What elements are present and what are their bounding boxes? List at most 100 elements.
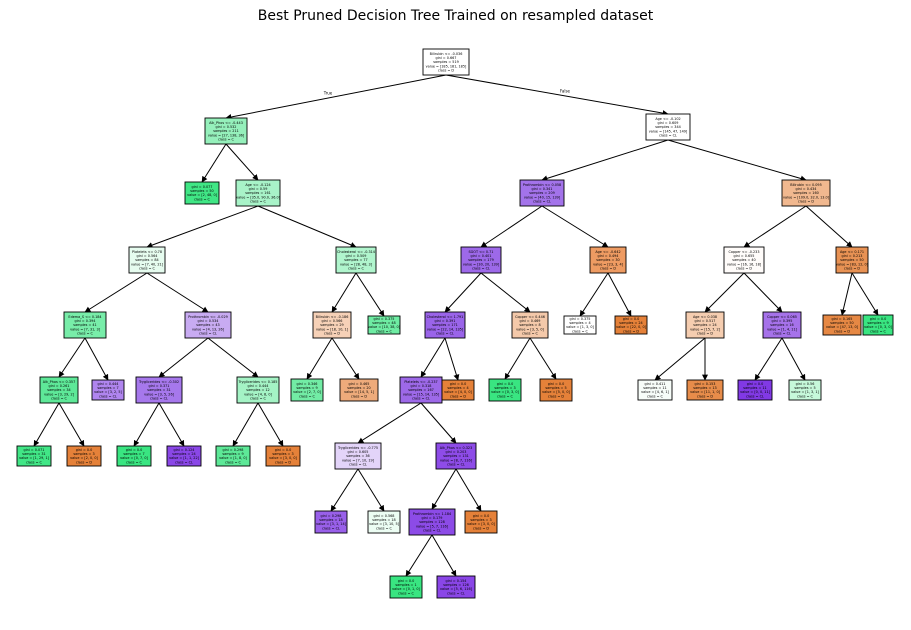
node-text-line: class = CL [99, 394, 117, 398]
node-text-line: samples = 7 [123, 452, 144, 456]
tree-edge [444, 337, 460, 381]
node-text-line: class = C [797, 394, 813, 398]
node-text-line: value = [1, 3, 1] [791, 390, 819, 394]
node-box [436, 575, 476, 599]
node-text-line: samples = 77 [344, 258, 367, 262]
node-text-line: class = D [844, 266, 860, 270]
tree-edge [504, 337, 531, 380]
node-text-line: samples = 161 [245, 191, 271, 195]
node-box [184, 311, 232, 339]
node-box [334, 442, 382, 470]
node-text-line: class = C [572, 329, 588, 333]
node-text-line: Alk_Phos <= -0.443 [209, 121, 243, 125]
node-text-line: samples = 11 [743, 386, 766, 390]
node-text-line: samples = 519 [433, 60, 459, 64]
node-text-line: gini = 0.59 [249, 187, 268, 191]
tree-edge [232, 402, 259, 447]
tree-edge [541, 205, 609, 248]
node-box [424, 311, 466, 339]
node-text-line: samples = 50 [840, 258, 863, 262]
node-box [441, 379, 475, 401]
node-box [16, 445, 52, 467]
node-text-line: gini = 0.213 [842, 254, 863, 258]
node-box [63, 311, 107, 339]
node-text-line: Prothrombin <= 1.184 [413, 512, 451, 516]
node-text-line: gini = 0.261 [49, 384, 70, 388]
tree-edge [541, 139, 669, 182]
node-box [723, 246, 765, 274]
node-text-line: class = D [473, 526, 489, 530]
tree-edge [840, 272, 853, 316]
node-text-line: Cholesterol <= 1.791 [427, 315, 464, 319]
tree-edge [480, 272, 531, 313]
node-text-line: value = [185, 181, 185] [426, 64, 467, 68]
node-text-line: gini = 0.391 [435, 319, 456, 323]
tree-edge [331, 337, 360, 380]
node-box [66, 445, 102, 467]
node-box [128, 246, 166, 274]
node-text-line: class = CL [349, 462, 367, 466]
node-text-line: class = C [26, 460, 42, 464]
node-text-line: samples = 4 [447, 386, 468, 390]
node-text-line: value = [22, 0, 0] [616, 325, 647, 329]
node-box [737, 379, 773, 401]
node-text-line: value = [3, 0, 0] [467, 522, 495, 526]
node-text-line: gini = 0.411 [645, 382, 666, 386]
node-text-line: class = C [225, 460, 241, 464]
node-text-line: value = [0, 7, 0] [120, 456, 148, 460]
node-text-line: gini = 0.298 [223, 448, 244, 452]
node-text-line: gini = 0.434 [796, 187, 817, 191]
node-box [135, 376, 183, 404]
node-text-line: value = [16, 16, 18] [727, 262, 762, 266]
node-text-line: samples = 16 [770, 323, 793, 327]
node-text-line: value = [1, 8, 0] [219, 456, 247, 460]
node-text-line: samples = 9 [296, 386, 317, 390]
node-box [236, 376, 280, 404]
node-box [314, 510, 348, 534]
node-text-line: samples = 171 [432, 323, 458, 327]
node-text-line: samples = 40 [732, 258, 755, 262]
node-text-line: class = CL [472, 266, 490, 270]
node-text-line: class = C [299, 394, 315, 398]
node-text-line: Copper <= -0.233 [729, 250, 760, 254]
tree-edge [331, 272, 357, 313]
node-text-line: class = C [139, 266, 155, 270]
node-box [589, 246, 627, 274]
node-text-line: Prothrombin <= -0.029 [188, 315, 228, 319]
node-text-line: class = C [348, 266, 364, 270]
node-text-line: value = [7, 31, 3] [70, 327, 101, 331]
tree-edge [851, 272, 879, 316]
node-text-line: value = [3, 10, 5] [369, 522, 400, 526]
node-text-line: value = [3, 29, 2] [44, 392, 75, 396]
node-box [389, 575, 423, 599]
node-text-line: value = [145, 47, 149] [649, 129, 688, 133]
node-box [435, 442, 477, 470]
node-text-line: samples = 344 [655, 125, 681, 129]
node-box [835, 246, 869, 274]
node-text-line: class = CL [322, 526, 340, 530]
edge-label-true: True [323, 91, 333, 96]
node-box [511, 311, 549, 339]
node-text-line: Prothrombin <= 0.058 [523, 183, 561, 187]
tree-edge [444, 272, 482, 313]
tree-edge [33, 402, 60, 447]
node-text-line: gini = 0.564 [137, 254, 158, 258]
node-box [685, 311, 725, 339]
node-box [116, 445, 152, 467]
node-text-line: value = [2, 7, 0] [293, 390, 321, 394]
tree-edge [743, 272, 783, 313]
